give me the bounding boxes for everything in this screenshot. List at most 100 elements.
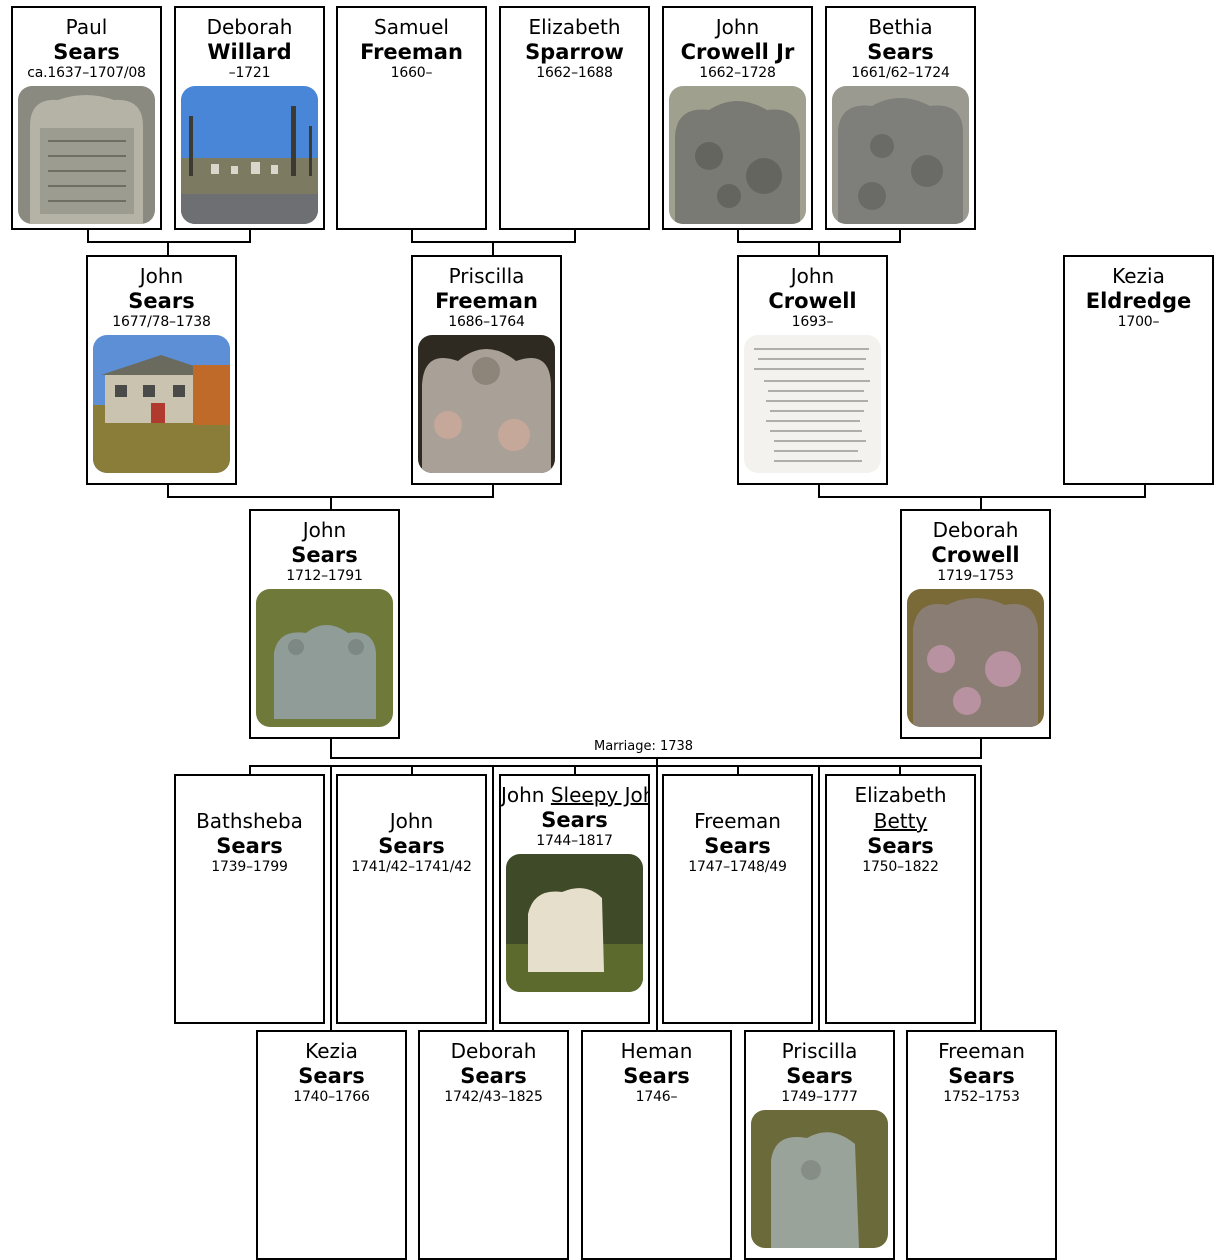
given-name: John xyxy=(302,518,347,542)
gravestone-photo[interactable] xyxy=(18,86,155,224)
given-name: John xyxy=(389,809,434,833)
surname: Sears xyxy=(704,834,771,858)
person-card-kezia-eldredge[interactable]: Kezia Eldredge 1700– xyxy=(1063,255,1214,485)
connector-line xyxy=(656,757,658,767)
connector-line xyxy=(980,765,982,1032)
gravestone-photo[interactable] xyxy=(832,86,969,224)
gravestone-photo[interactable] xyxy=(256,589,393,727)
given-name: Paul xyxy=(65,15,108,39)
given-name: Heman xyxy=(620,1039,693,1063)
life-dates: 1661/62–1724 xyxy=(851,65,950,81)
person-card-priscilla-freeman[interactable]: Priscilla Freeman 1686–1764 xyxy=(411,255,562,485)
given-name: Bathsheba xyxy=(196,809,303,833)
connector-line xyxy=(899,228,901,242)
life-dates: 1660– xyxy=(390,65,433,81)
connector-line xyxy=(249,765,251,775)
surname: Freeman xyxy=(435,289,538,313)
life-dates: 1693– xyxy=(791,314,834,330)
life-dates: 1662–1728 xyxy=(699,65,776,81)
children-line xyxy=(249,765,982,767)
connector-line xyxy=(330,737,332,759)
house-photo[interactable] xyxy=(93,335,230,473)
surname: Sears xyxy=(867,834,934,858)
surname: Crowell Jr xyxy=(680,40,795,64)
life-dates: 1719–1753 xyxy=(937,568,1014,584)
given-name: Elizabeth xyxy=(528,15,621,39)
connector-line xyxy=(818,496,1146,498)
connector-line xyxy=(818,765,820,1032)
person-card-john-sears-1741[interactable]: John Sears 1741/42–1741/42 xyxy=(336,774,487,1024)
person-card-john-sleepy-john-sears[interactable]: John Sleepy John Sears 1744–1817 xyxy=(499,774,650,1024)
person-card-bathsheba-sears[interactable]: Bathsheba Sears 1739–1799 xyxy=(174,774,325,1024)
connector-line xyxy=(492,483,494,497)
connector-line xyxy=(574,765,576,775)
surname: Sears xyxy=(867,40,934,64)
first-name: John xyxy=(501,783,545,807)
person-card-paul-sears[interactable]: Paul Sears ca.1637–1707/08 xyxy=(11,6,162,230)
given-name: Deborah xyxy=(450,1039,537,1063)
life-dates: 1712–1791 xyxy=(286,568,363,584)
life-dates: 1747–1748/49 xyxy=(688,859,787,875)
connector-line xyxy=(737,228,739,242)
person-card-freeman-sears-1747[interactable]: Freeman Sears 1747–1748/49 xyxy=(662,774,813,1024)
gravestone-photo[interactable] xyxy=(907,589,1044,727)
person-card-kezia-sears[interactable]: Kezia Sears 1740–1766 xyxy=(256,1030,407,1260)
person-card-deborah-sears[interactable]: Deborah Sears 1742/43–1825 xyxy=(418,1030,569,1260)
person-card-deborah-willard[interactable]: Deborah Willard –1721 xyxy=(174,6,325,230)
life-dates: 1700– xyxy=(1117,314,1160,330)
life-dates: 1662–1688 xyxy=(536,65,613,81)
person-card-samuel-freeman[interactable]: Samuel Freeman 1660– xyxy=(336,6,487,230)
life-dates: 1744–1817 xyxy=(536,833,613,849)
person-card-john-crowell[interactable]: John Crowell 1693– xyxy=(737,255,888,485)
person-card-priscilla-sears[interactable]: Priscilla Sears 1749–1777 xyxy=(744,1030,895,1260)
surname: Freeman xyxy=(360,40,463,64)
surname: Eldredge xyxy=(1085,289,1192,313)
gravestone-photo[interactable] xyxy=(669,86,806,224)
cemetery-photo[interactable] xyxy=(181,86,318,224)
given-name: Elizabeth xyxy=(854,783,947,807)
gravestone-photo[interactable] xyxy=(506,854,643,992)
life-dates: 1742/43–1825 xyxy=(444,1089,543,1105)
document-photo[interactable] xyxy=(744,335,881,473)
surname: Sears xyxy=(53,40,120,64)
person-card-bethia-sears[interactable]: Bethia Sears 1661/62–1724 xyxy=(825,6,976,230)
gravestone-photo[interactable] xyxy=(751,1110,888,1248)
life-dates: 1752–1753 xyxy=(943,1089,1020,1105)
person-card-john-crowell-jr[interactable]: John Crowell Jr 1662–1728 xyxy=(662,6,813,230)
given-name: Samuel xyxy=(374,15,449,39)
person-card-john-sears-1677[interactable]: John Sears 1677/78–1738 xyxy=(86,255,237,485)
connector-line xyxy=(980,496,982,510)
connector-line xyxy=(656,765,658,1032)
surname: Sparrow xyxy=(525,40,624,64)
connector-line xyxy=(87,228,89,242)
life-dates: 1677/78–1738 xyxy=(112,314,211,330)
gravestone-photo[interactable] xyxy=(418,335,555,473)
given-name: Priscilla xyxy=(781,1039,858,1063)
given-name: Deborah xyxy=(932,518,1019,542)
given-name: Freeman xyxy=(938,1039,1025,1063)
life-dates: 1740–1766 xyxy=(293,1089,370,1105)
given-name: John Sleepy John xyxy=(501,782,648,808)
surname: Sears xyxy=(541,808,608,832)
surname: Willard xyxy=(207,40,292,64)
connector-line xyxy=(818,241,820,256)
given-name: John xyxy=(790,264,835,288)
person-card-john-sears-1712[interactable]: John Sears 1712–1791 xyxy=(249,509,400,739)
person-card-elizabeth-sparrow[interactable]: Elizabeth Sparrow 1662–1688 xyxy=(499,6,650,230)
connector-line xyxy=(249,228,251,242)
person-card-elizabeth-betty-sears[interactable]: Elizabeth Betty Sears 1750–1822 xyxy=(825,774,976,1024)
life-dates: 1749–1777 xyxy=(781,1089,858,1105)
person-card-deborah-crowell[interactable]: Deborah Crowell 1719–1753 xyxy=(900,509,1051,739)
connector-line xyxy=(411,765,413,775)
surname: Crowell xyxy=(931,543,1020,567)
surname: Sears xyxy=(786,1064,853,1088)
connector-line xyxy=(411,228,413,242)
given-name: Freeman xyxy=(694,809,781,833)
surname: Sears xyxy=(216,834,283,858)
connector-line xyxy=(1144,483,1146,497)
given-name: Deborah xyxy=(206,15,293,39)
surname: Sears xyxy=(298,1064,365,1088)
person-card-freeman-sears-1752[interactable]: Freeman Sears 1752–1753 xyxy=(906,1030,1057,1260)
person-card-heman-sears[interactable]: Heman Sears 1746– xyxy=(581,1030,732,1260)
